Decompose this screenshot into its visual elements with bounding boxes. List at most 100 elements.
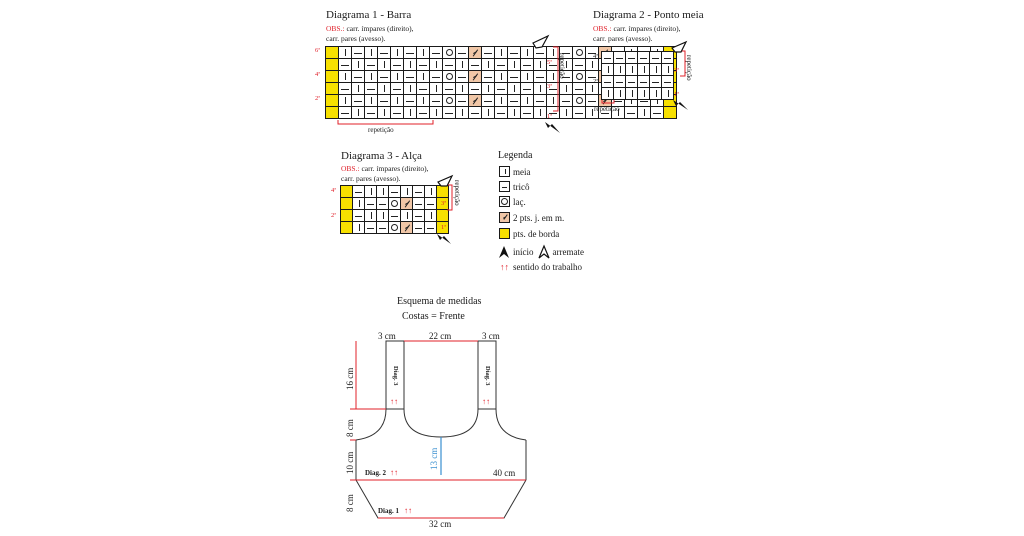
purl-cell xyxy=(365,107,377,118)
purl-cell xyxy=(339,59,351,70)
knit-cell xyxy=(482,107,494,118)
border-stitch-cell xyxy=(326,107,338,118)
knit-cell xyxy=(378,83,390,94)
decrease-symbol-icon xyxy=(499,212,510,223)
purl-cell xyxy=(650,52,661,63)
purl-cell xyxy=(365,222,376,233)
knit-cell xyxy=(651,95,663,106)
diagram-3-title: Diagrama 3 - Alça xyxy=(341,150,422,162)
purl-cell xyxy=(425,198,436,209)
purl-cell xyxy=(377,222,388,233)
knit-cell xyxy=(456,107,468,118)
purl-cell xyxy=(378,47,390,58)
knit-cell xyxy=(456,59,468,70)
purl-cell xyxy=(413,222,424,233)
measure-3cm-left: 3 cm xyxy=(378,331,396,341)
measure-32cm: 32 cm xyxy=(429,519,452,529)
purl-cell xyxy=(495,83,507,94)
purl-cell xyxy=(560,47,572,58)
purl-cell xyxy=(443,107,455,118)
diagram-1-title: Diagrama 1 - Barra xyxy=(326,9,412,21)
purl-cell xyxy=(425,222,436,233)
purl-cell xyxy=(602,76,613,87)
purl-cell xyxy=(638,76,649,87)
knit-cell xyxy=(401,186,412,197)
knit-cell xyxy=(377,210,388,221)
yarn-over-cell xyxy=(443,95,455,106)
knit-cell xyxy=(614,64,625,75)
purl-cell xyxy=(469,107,481,118)
legend-sentido-label: sentido do trabalho xyxy=(513,262,582,272)
purl-cell xyxy=(534,71,546,82)
purl-cell xyxy=(547,83,559,94)
knit-cell xyxy=(353,222,364,233)
knit-cell xyxy=(365,186,376,197)
knit-cell xyxy=(612,107,624,118)
purl-cell xyxy=(534,95,546,106)
knit-cell xyxy=(495,47,507,58)
row-label-1: 1ª xyxy=(441,224,447,231)
repeat-label-bottom: repetição xyxy=(368,126,394,134)
purl-cell xyxy=(391,107,403,118)
diagram-2-chart xyxy=(601,51,674,100)
border-stitch-swatch-icon xyxy=(499,228,510,239)
border-stitch-cell xyxy=(437,198,448,209)
purl-cell xyxy=(404,95,416,106)
measure-22cm: 22 cm xyxy=(429,331,452,341)
purl-cell xyxy=(560,71,572,82)
purl-cell xyxy=(417,83,429,94)
purl-cell xyxy=(352,95,364,106)
knit-cell xyxy=(352,83,364,94)
knit-cell xyxy=(339,47,351,58)
purl-cell xyxy=(638,52,649,63)
decrease-cell xyxy=(469,47,481,58)
purl-cell xyxy=(573,107,585,118)
legend-meia: meia xyxy=(499,166,531,177)
purl-cell xyxy=(482,95,494,106)
border-stitch-cell xyxy=(341,198,352,209)
purl-cell xyxy=(599,107,611,118)
decrease-cell xyxy=(599,95,611,106)
purl-cell xyxy=(614,52,625,63)
obs-line-2: carr. pares (avesso). xyxy=(341,174,401,183)
purl-cell xyxy=(389,210,400,221)
purl-cell xyxy=(638,95,650,106)
knit-cell xyxy=(339,95,351,106)
purl-cell xyxy=(352,47,364,58)
purl-cell xyxy=(662,52,673,63)
repeat-label-bottom: repetição xyxy=(594,105,620,113)
purl-cell xyxy=(612,95,624,106)
knit-cell xyxy=(482,59,494,70)
purl-cell xyxy=(404,71,416,82)
knit-cell xyxy=(404,59,416,70)
purl-cell xyxy=(365,83,377,94)
obs-line-1: carr. ímpares (direito), xyxy=(611,24,681,33)
yarn-over-cell xyxy=(389,222,400,233)
knit-symbol-icon xyxy=(499,166,510,177)
knit-cell xyxy=(365,95,377,106)
purl-cell xyxy=(651,107,663,118)
knit-cell xyxy=(365,71,377,82)
knit-cell xyxy=(430,107,442,118)
purl-cell xyxy=(586,71,598,82)
legend-lac-label: laç. xyxy=(513,196,526,207)
knit-cell xyxy=(560,59,572,70)
border-stitch-cell xyxy=(326,71,338,82)
purl-cell xyxy=(413,198,424,209)
purl-cell xyxy=(626,76,637,87)
purl-cell xyxy=(365,198,376,209)
purl-cell xyxy=(586,47,598,58)
row-label-1: 1ª xyxy=(547,113,553,120)
purl-cell xyxy=(560,95,572,106)
purl-cell xyxy=(456,47,468,58)
knit-cell xyxy=(547,95,559,106)
decrease-cell xyxy=(469,71,481,82)
border-stitch-cell xyxy=(326,47,338,58)
row-label-3: 3ª xyxy=(441,200,447,207)
knit-cell xyxy=(638,88,649,99)
purl-cell xyxy=(339,83,351,94)
knit-cell xyxy=(602,64,613,75)
purl-cell xyxy=(521,59,533,70)
purl-cell xyxy=(456,95,468,106)
legend-trico: tricô xyxy=(499,181,530,192)
